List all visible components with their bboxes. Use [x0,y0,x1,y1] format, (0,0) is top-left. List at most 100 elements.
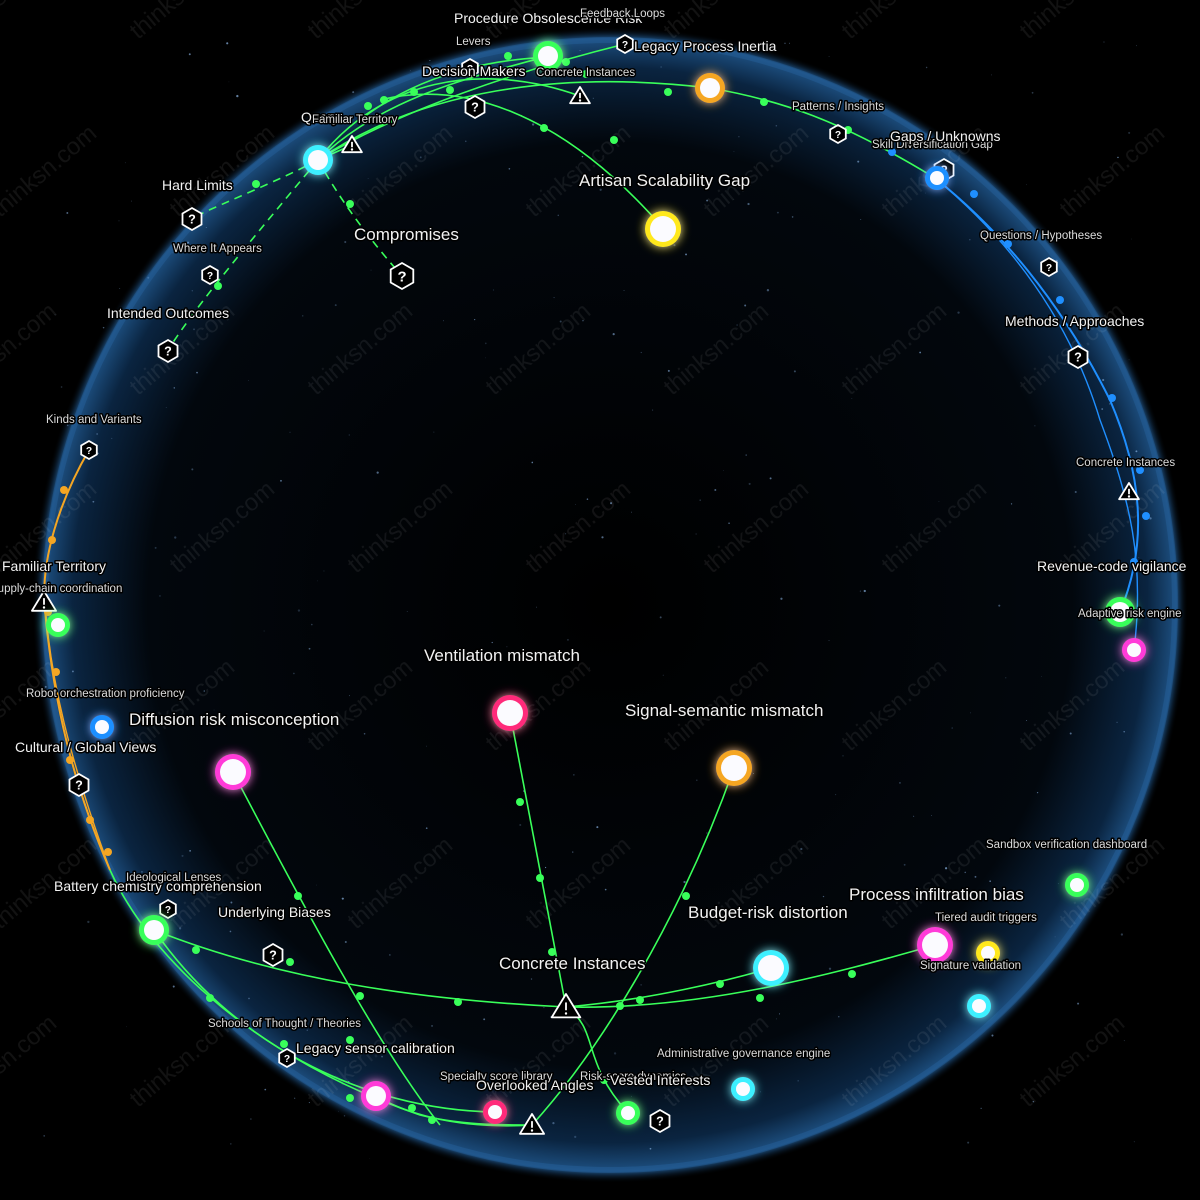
node-artisan[interactable] [645,211,681,247]
star [230,901,233,904]
node-query[interactable] [303,145,333,175]
star [181,854,184,857]
node-skill-div[interactable] [925,166,949,190]
question-hex-icon[interactable]: ? [649,1108,671,1134]
edge-arrow [364,102,372,110]
question-hex-icon[interactable]: ? [389,261,415,291]
edge-arrow [410,88,418,96]
marker-label: Methods / Approaches [1005,313,1144,329]
star [462,1072,465,1075]
star [1077,1002,1080,1005]
star [483,1018,486,1021]
star [567,638,569,641]
node-procedure-risk[interactable] [533,41,563,71]
node-risk-scoring[interactable] [616,1101,640,1125]
star [989,880,991,882]
star [343,1115,346,1117]
node-revenue-vigilance[interactable] [1105,597,1135,627]
node-core [650,216,676,242]
watermark-text: thinksn.com [125,0,240,45]
edge-arrow [582,70,590,78]
node-core [51,618,65,632]
node-adaptive-risk[interactable] [1122,638,1146,662]
edge-arrow [536,874,544,882]
star [1034,425,1036,427]
question-hex-icon[interactable]: ? [68,772,90,798]
warning-icon[interactable] [569,86,591,105]
star [1016,961,1018,963]
edge-layer [43,43,1140,1127]
node-battery[interactable] [139,915,169,945]
edge-arrow [86,816,94,824]
star [970,712,971,714]
star [66,424,69,427]
question-hex-icon[interactable]: ? [1067,344,1089,370]
node-label: Procedure Obsolescence Risk [454,10,643,26]
question-hex-icon[interactable]: ? [278,1047,296,1069]
node-sandbox[interactable] [1065,873,1089,897]
star [124,162,126,164]
star [863,589,866,593]
question-hex-icon[interactable]: ? [829,123,847,145]
star [205,226,207,229]
question-hex-icon[interactable]: ? [262,942,284,968]
star [649,1147,652,1150]
star [549,658,553,661]
node-legacy-inertia[interactable] [695,73,725,103]
node-signal-semantic[interactable] [716,750,752,786]
star [189,849,191,852]
node-diffusion[interactable] [215,754,251,790]
star [248,380,250,381]
node-process-infiltration[interactable] [917,927,953,963]
star [586,498,589,500]
question-hex-icon[interactable]: ? [201,264,219,286]
warning-icon[interactable] [550,993,582,1019]
node-admin-gov[interactable] [731,1077,755,1101]
star [784,42,786,45]
warning-icon[interactable] [1118,482,1140,501]
node-tiered-audit[interactable] [967,994,991,1018]
svg-text:?: ? [164,345,172,359]
star [43,1134,46,1137]
svg-text:?: ? [467,64,473,75]
question-hex-icon[interactable]: ? [181,206,203,232]
edge-arrow [252,180,260,188]
question-hex-icon[interactable]: ? [157,338,179,364]
star [111,437,113,439]
question-hex-icon[interactable]: ? [616,33,634,55]
question-hex-icon[interactable]: ? [461,57,479,79]
svg-text:?: ? [207,271,213,282]
warning-icon[interactable] [30,590,57,612]
edge-arrow [48,536,56,544]
star [174,536,177,539]
star [745,454,747,456]
svg-text:?: ? [284,1054,290,1065]
question-hex-icon[interactable]: ? [159,898,177,920]
watermark-text: thinksn.com [0,120,102,223]
star [838,1016,840,1018]
star [297,609,301,612]
marker-label: Where It Appears [173,243,262,255]
node-robot-orch[interactable] [90,715,114,739]
question-hex-icon[interactable]: ? [1040,256,1058,278]
edge-arrow [636,996,644,1004]
svg-text:?: ? [656,1115,664,1129]
question-hex-icon[interactable]: ? [464,94,486,120]
node-budget-risk[interactable] [753,950,789,986]
star [780,597,783,600]
node-specialty-score[interactable] [483,1100,507,1124]
node-ventilation[interactable] [492,695,528,731]
star-field [39,41,1152,1159]
node-core [1110,602,1130,622]
star [173,387,175,389]
star [506,646,508,648]
node-legacy-sensor[interactable] [361,1081,391,1111]
edge-arrow [600,1076,608,1084]
warning-icon[interactable] [341,135,363,154]
edge-arrow [664,88,672,96]
node-supply-chain[interactable] [46,613,70,637]
warning-icon[interactable] [519,1113,545,1135]
node-signature[interactable] [976,941,1000,965]
question-hex-icon[interactable]: ? [80,439,98,461]
